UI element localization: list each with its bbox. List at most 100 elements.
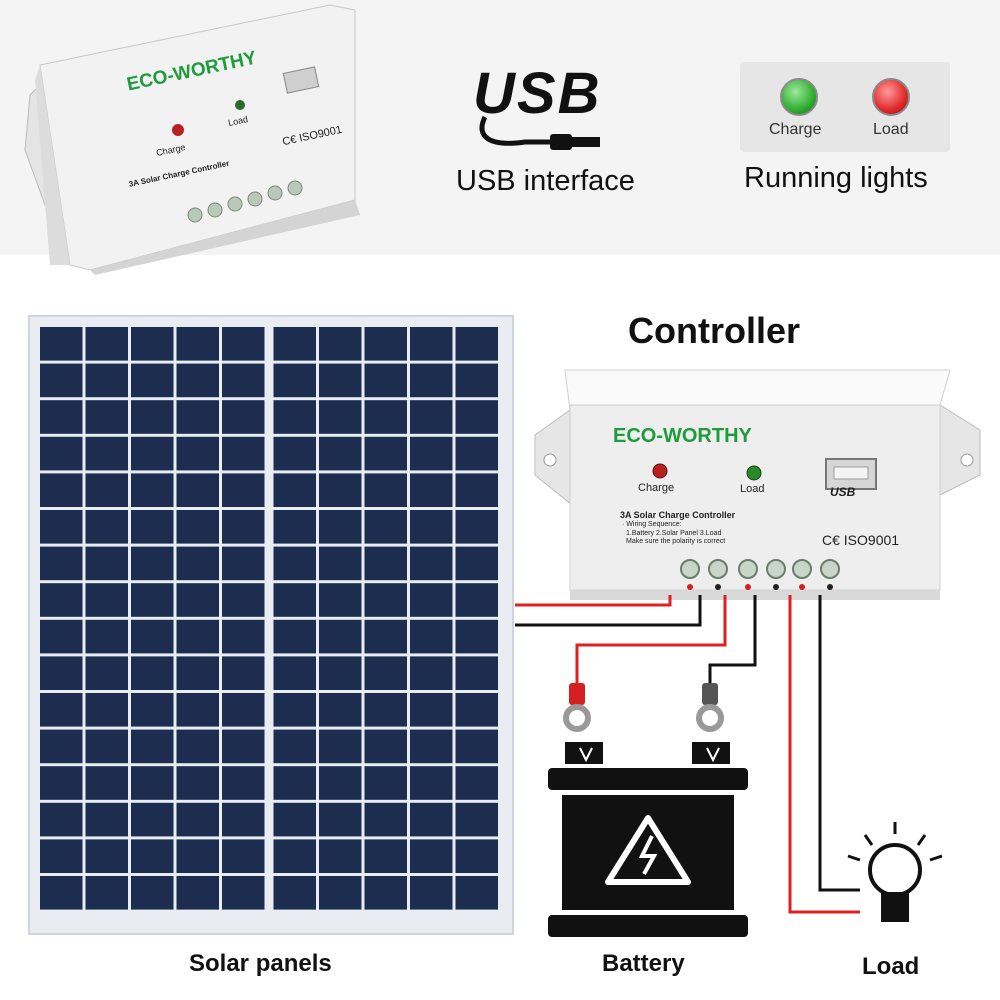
solar-cell (410, 876, 453, 910)
solar-cell (176, 839, 219, 873)
solar-cell (410, 656, 453, 690)
solar-cell (222, 363, 265, 398)
wiring-polarity-note: Make sure the polarity is correct (626, 538, 726, 545)
battery-negative-wire (708, 595, 757, 685)
solar-cell (176, 473, 219, 507)
polarity-dot (715, 584, 721, 590)
solar-cell (131, 400, 174, 434)
solar-cell (410, 693, 453, 727)
solar-cell (131, 766, 174, 800)
solar-cell (364, 327, 407, 361)
load-positive-wire (788, 595, 860, 914)
light-bulb-icon (847, 822, 943, 922)
solar-cell (131, 729, 174, 764)
solar-cell (222, 766, 265, 800)
solar-cell (364, 400, 407, 434)
solar-cell (85, 729, 128, 764)
solar-cell (273, 400, 316, 434)
solar-cell (455, 327, 498, 361)
solar-cell (364, 546, 407, 581)
solar-cell (222, 802, 265, 837)
charge-light-label: Charge (769, 121, 822, 138)
solar-cell (176, 766, 219, 800)
solar-cell (40, 546, 83, 581)
solar-cell (85, 400, 128, 434)
solar-cell (222, 839, 265, 873)
solar-cell (410, 619, 453, 654)
solar-cell (364, 729, 407, 764)
model-label: 3A Solar Charge Controller (620, 510, 736, 520)
load-light-label: Load (873, 121, 909, 138)
solar-cell (85, 802, 128, 837)
load-light-icon (872, 78, 910, 116)
solar-cell (455, 876, 498, 910)
solar-cell (410, 510, 453, 544)
solar-cell (85, 656, 128, 690)
solar-cell (455, 802, 498, 837)
solar-cell (273, 546, 316, 581)
solar-cell (176, 510, 219, 544)
wiring-sequence-steps: 1.Battery 2.Solar Panel 3.Load (626, 530, 722, 537)
solar-cell (273, 766, 316, 800)
solar-cell (364, 656, 407, 690)
solar-cell (319, 400, 362, 434)
solar-cell (273, 473, 316, 507)
solar-cell (319, 327, 362, 361)
solar-cell (273, 656, 316, 690)
load-negative-wire (818, 595, 860, 892)
wiring-terminal (820, 559, 840, 579)
usb-port-label: USB (830, 485, 856, 499)
solar-cell (410, 327, 453, 361)
solar-cell (131, 327, 174, 361)
solar-cell (273, 363, 316, 398)
solar-cell (364, 436, 407, 471)
controller-heading: Controller (628, 310, 801, 351)
solar-cell (222, 876, 265, 910)
solar-cell (40, 656, 83, 690)
solar-cell (40, 729, 83, 764)
solar-cell (273, 583, 316, 617)
solar-cell (85, 693, 128, 727)
polarity-dot (745, 584, 751, 590)
solar-cell (40, 363, 83, 398)
solar-cell (410, 546, 453, 581)
solar-cell (131, 510, 174, 544)
solar-cell (222, 729, 265, 764)
solar-cell (176, 693, 219, 727)
polarity-dot (773, 584, 779, 590)
battery-negative-ring-terminal (696, 683, 724, 732)
solar-positive-wire (515, 595, 672, 607)
solar-cell (273, 839, 316, 873)
wiring-terminal (766, 559, 786, 579)
solar-cell (176, 729, 219, 764)
polarity-dot (799, 584, 805, 590)
solar-cell (85, 473, 128, 507)
charge-light-icon (780, 78, 818, 116)
solar-cell (455, 656, 498, 690)
solar-cell (40, 473, 83, 507)
solar-cell (176, 327, 219, 361)
solar-cell (222, 473, 265, 507)
solar-cell (85, 327, 128, 361)
solar-cell (40, 327, 83, 361)
wiring-terminal (708, 559, 728, 579)
solar-cell (40, 802, 83, 837)
solar-cell (176, 619, 219, 654)
solar-cell (176, 876, 219, 910)
solar-cell (455, 766, 498, 800)
solar-cell (176, 656, 219, 690)
solar-cell (455, 619, 498, 654)
solar-cell (319, 473, 362, 507)
solar-cell (85, 583, 128, 617)
solar-cell (319, 363, 362, 398)
load-label: Load (862, 953, 920, 980)
solar-cell (85, 839, 128, 873)
solar-cell (319, 656, 362, 690)
solar-cell (131, 656, 174, 690)
solar-cell (319, 510, 362, 544)
solar-cell (455, 510, 498, 544)
solar-cell (131, 436, 174, 471)
solar-cell (455, 583, 498, 617)
wiring-terminal (792, 559, 812, 579)
solar-cell (176, 802, 219, 837)
